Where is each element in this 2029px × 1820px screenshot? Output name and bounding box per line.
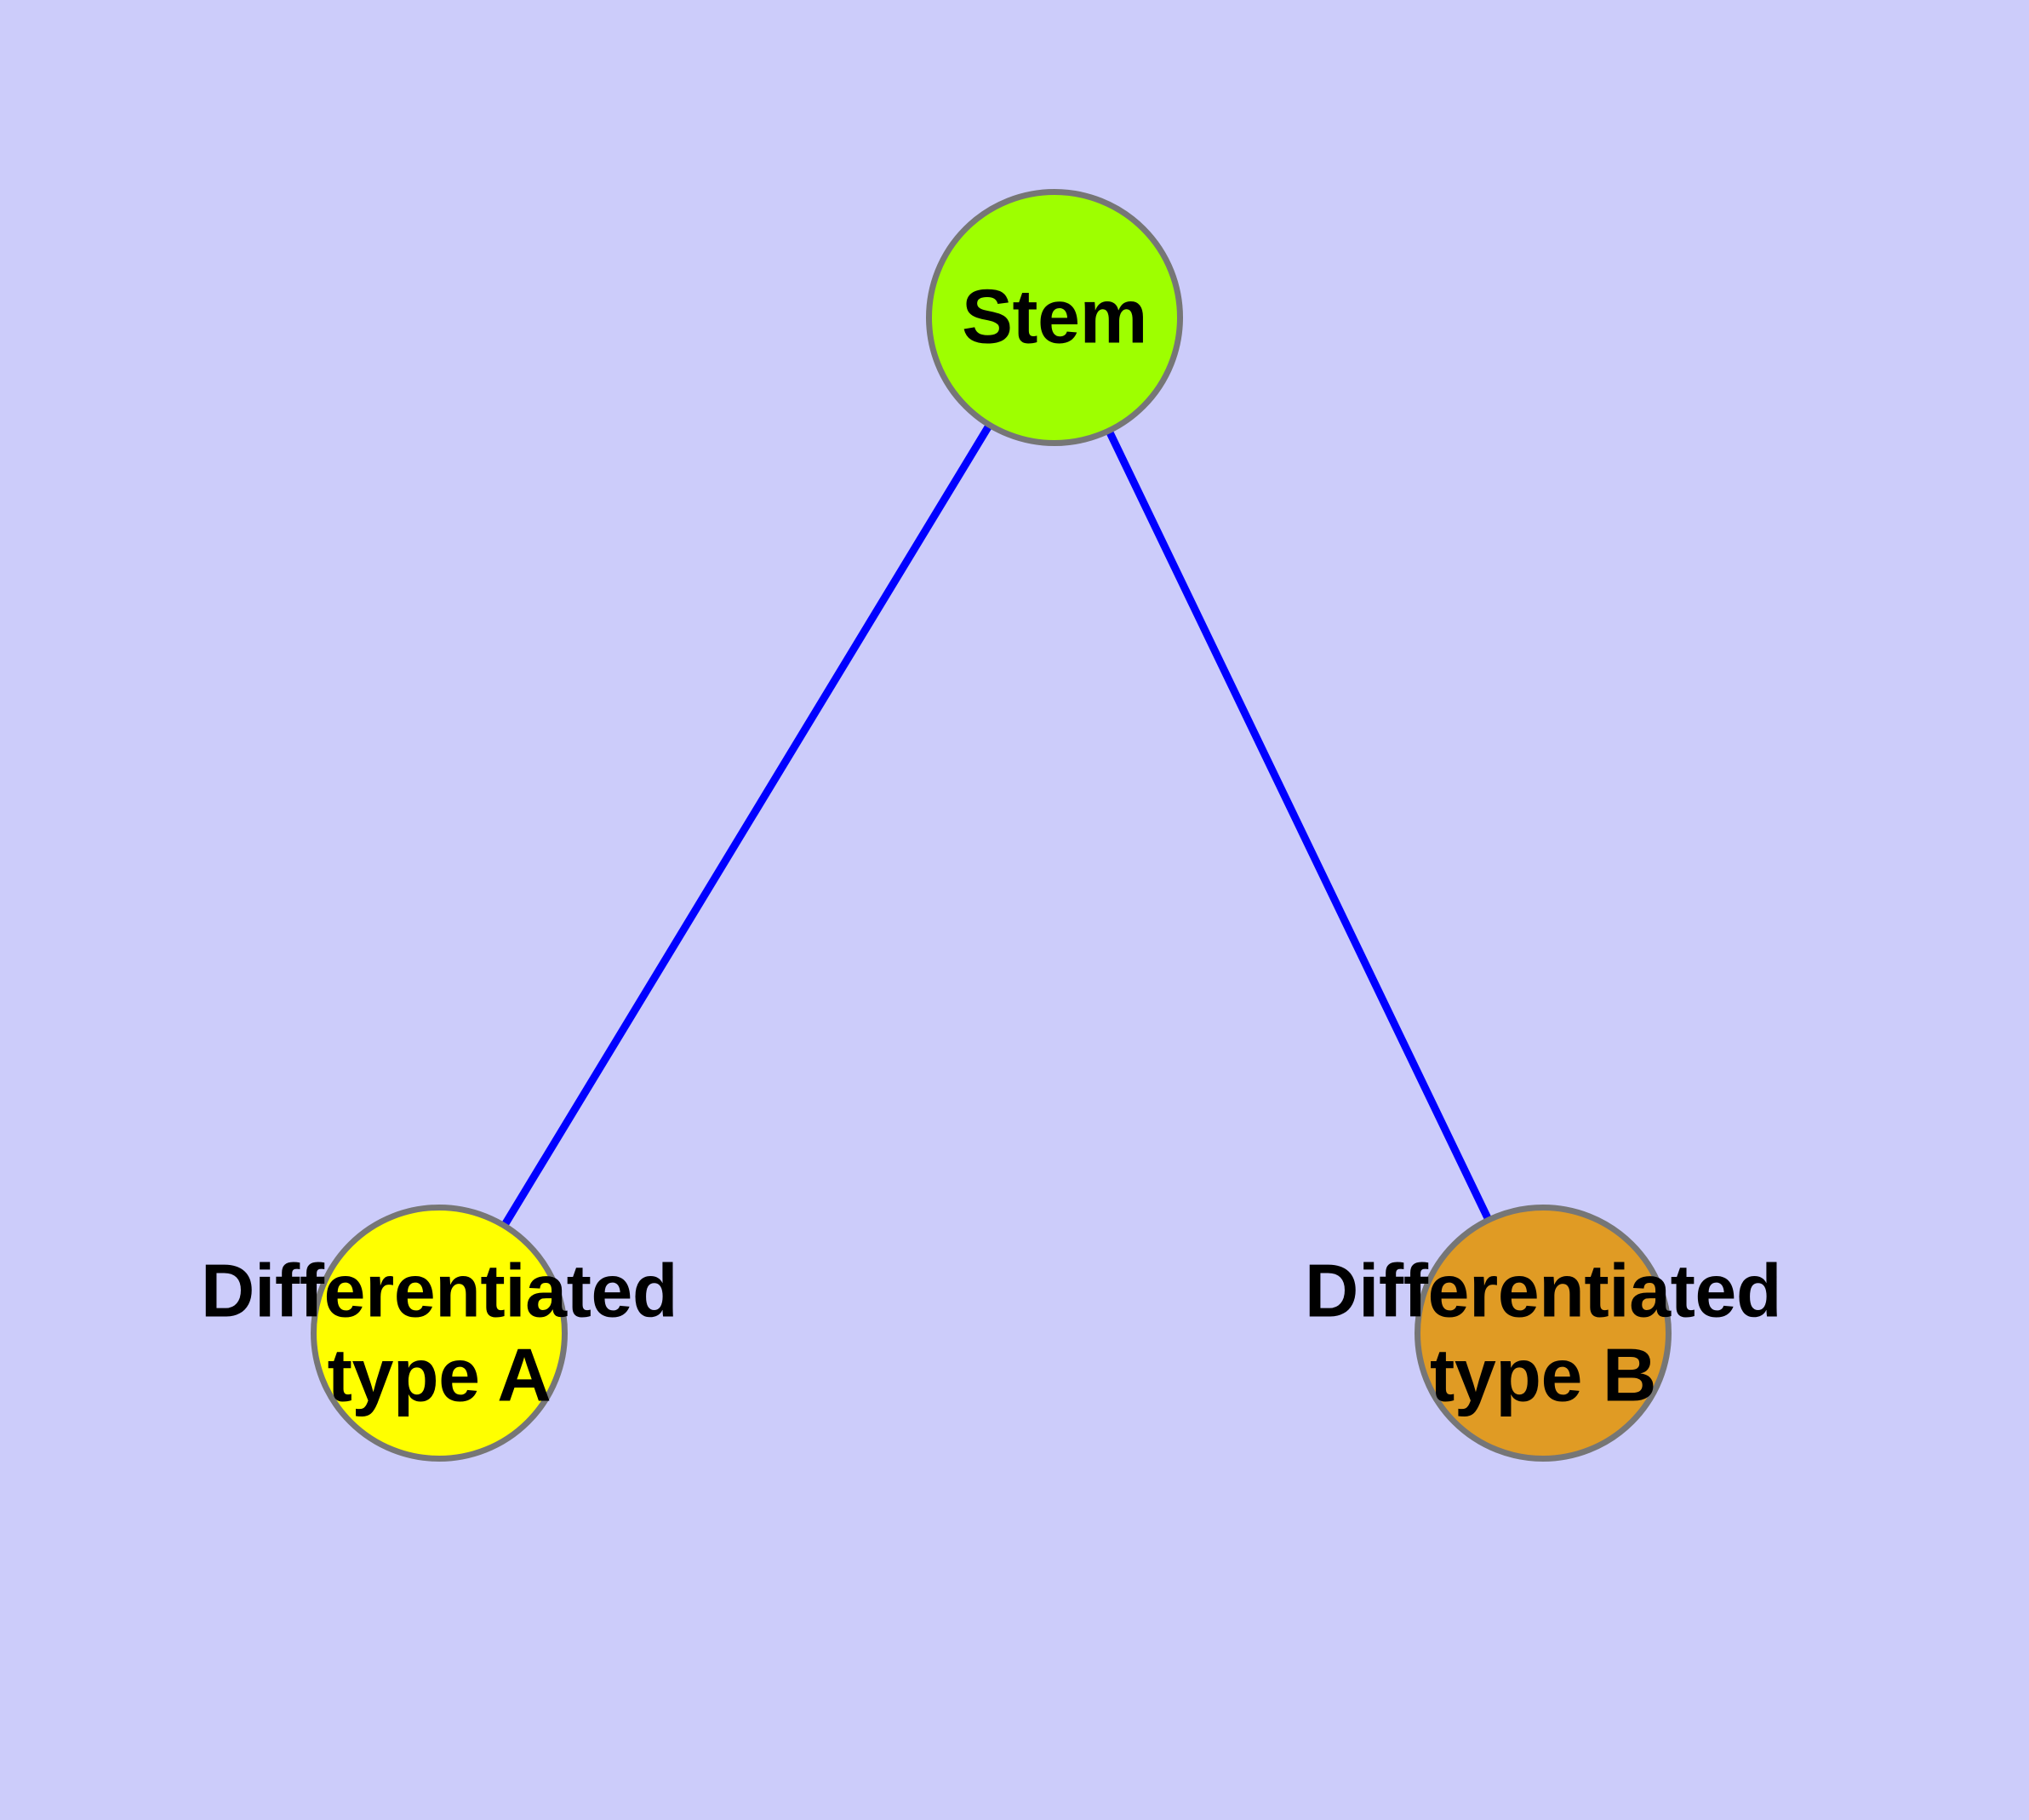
node-differentiated-type-b[interactable] — [1415, 1205, 1672, 1462]
node-differentiated-type-a[interactable] — [311, 1205, 568, 1462]
node-stem[interactable] — [926, 189, 1183, 446]
edge-stem-to-differentiated-type-b — [1050, 316, 1547, 1335]
edge-stem-to-differentiated-type-a — [436, 315, 1058, 1336]
